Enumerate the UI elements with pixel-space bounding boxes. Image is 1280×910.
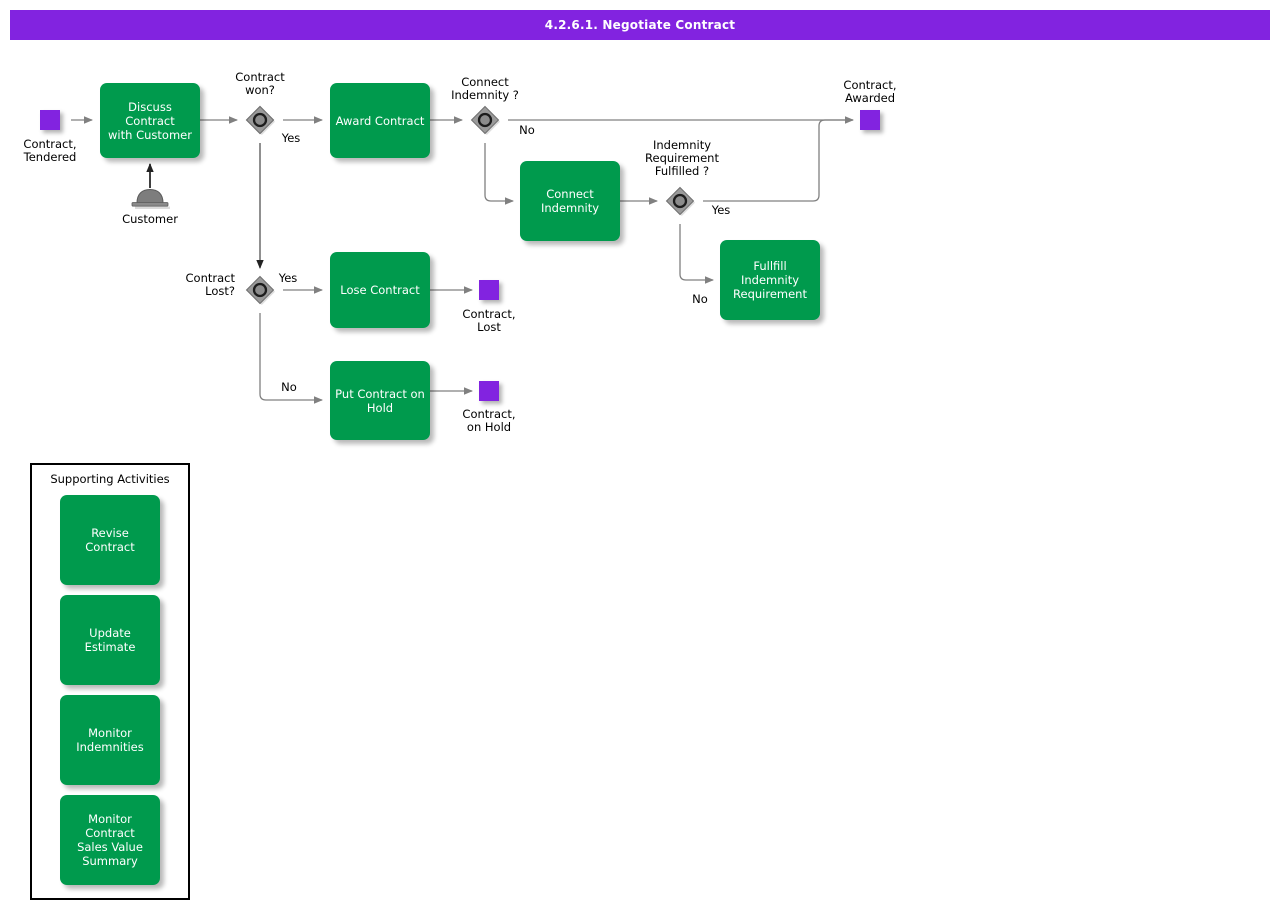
role-customer-icon[interactable] bbox=[128, 184, 172, 210]
data-object-label-contract-awarded: Contract, Awarded bbox=[843, 78, 897, 105]
data-object-contract-tendered[interactable] bbox=[40, 110, 60, 130]
flow-label-contract-won-yes: Yes bbox=[281, 131, 301, 145]
task-put-contract-on-hold[interactable]: Put Contract on Hold bbox=[330, 361, 430, 440]
gateway-connect-indemnity-question[interactable] bbox=[470, 105, 500, 135]
gateway-label-contract-lost-question: Contract Lost? bbox=[185, 271, 235, 298]
data-object-contract-lost[interactable] bbox=[479, 280, 499, 300]
data-object-label-contract-lost: Contract, Lost bbox=[462, 307, 516, 334]
gateway-contract-won[interactable] bbox=[245, 105, 275, 135]
supporting-task-revise-contract[interactable]: Revise Contract bbox=[60, 495, 160, 585]
data-object-label-contract-on-hold: Contract, on Hold bbox=[462, 407, 516, 434]
gateway-label-connect-indemnity-question: Connect Indemnity ? bbox=[451, 75, 519, 102]
flow-label-indemnity-fulfilled-yes: Yes bbox=[711, 203, 731, 217]
page-title: 4.2.6.1. Negotiate Contract bbox=[10, 10, 1270, 40]
supporting-task-update-estimate[interactable]: Update Estimate bbox=[60, 595, 160, 685]
flow-label-contract-lost-yes: Yes bbox=[278, 271, 298, 285]
data-object-label-contract-tendered: Contract, Tendered bbox=[23, 137, 77, 164]
task-lose-contract[interactable]: Lose Contract bbox=[330, 252, 430, 328]
task-award-contract[interactable]: Award Contract bbox=[330, 83, 430, 158]
task-discuss-contract-with-customer[interactable]: Discuss Contract with Customer bbox=[100, 83, 200, 158]
flow-label-connect-indemnity-no: No bbox=[519, 123, 535, 137]
supporting-activities-title: Supporting Activities bbox=[50, 472, 170, 486]
supporting-task-monitor-indemnities[interactable]: Monitor Indemnities bbox=[60, 695, 160, 785]
role-label-customer: Customer bbox=[122, 212, 178, 226]
data-object-contract-on-hold[interactable] bbox=[479, 381, 499, 401]
flow-label-contract-lost-no: No bbox=[281, 380, 297, 394]
gateway-indemnity-requirement-fulfilled[interactable] bbox=[665, 186, 695, 216]
gateway-label-indemnity-requirement-fulfilled: Indemnity Requirement Fulfilled ? bbox=[645, 138, 719, 178]
data-object-contract-awarded[interactable] bbox=[860, 110, 880, 130]
supporting-task-monitor-contract-sales-value-summary[interactable]: Monitor Contract Sales Value Summary bbox=[60, 795, 160, 885]
task-fullfill-indemnity-requirement[interactable]: Fullfill Indemnity Requirement bbox=[720, 240, 820, 320]
gateway-label-contract-won: Contract won? bbox=[235, 70, 285, 97]
gateway-contract-lost-question[interactable] bbox=[245, 275, 275, 305]
flow-label-indemnity-fulfilled-no: No bbox=[692, 292, 708, 306]
task-connect-indemnity[interactable]: Connect Indemnity bbox=[520, 161, 620, 241]
